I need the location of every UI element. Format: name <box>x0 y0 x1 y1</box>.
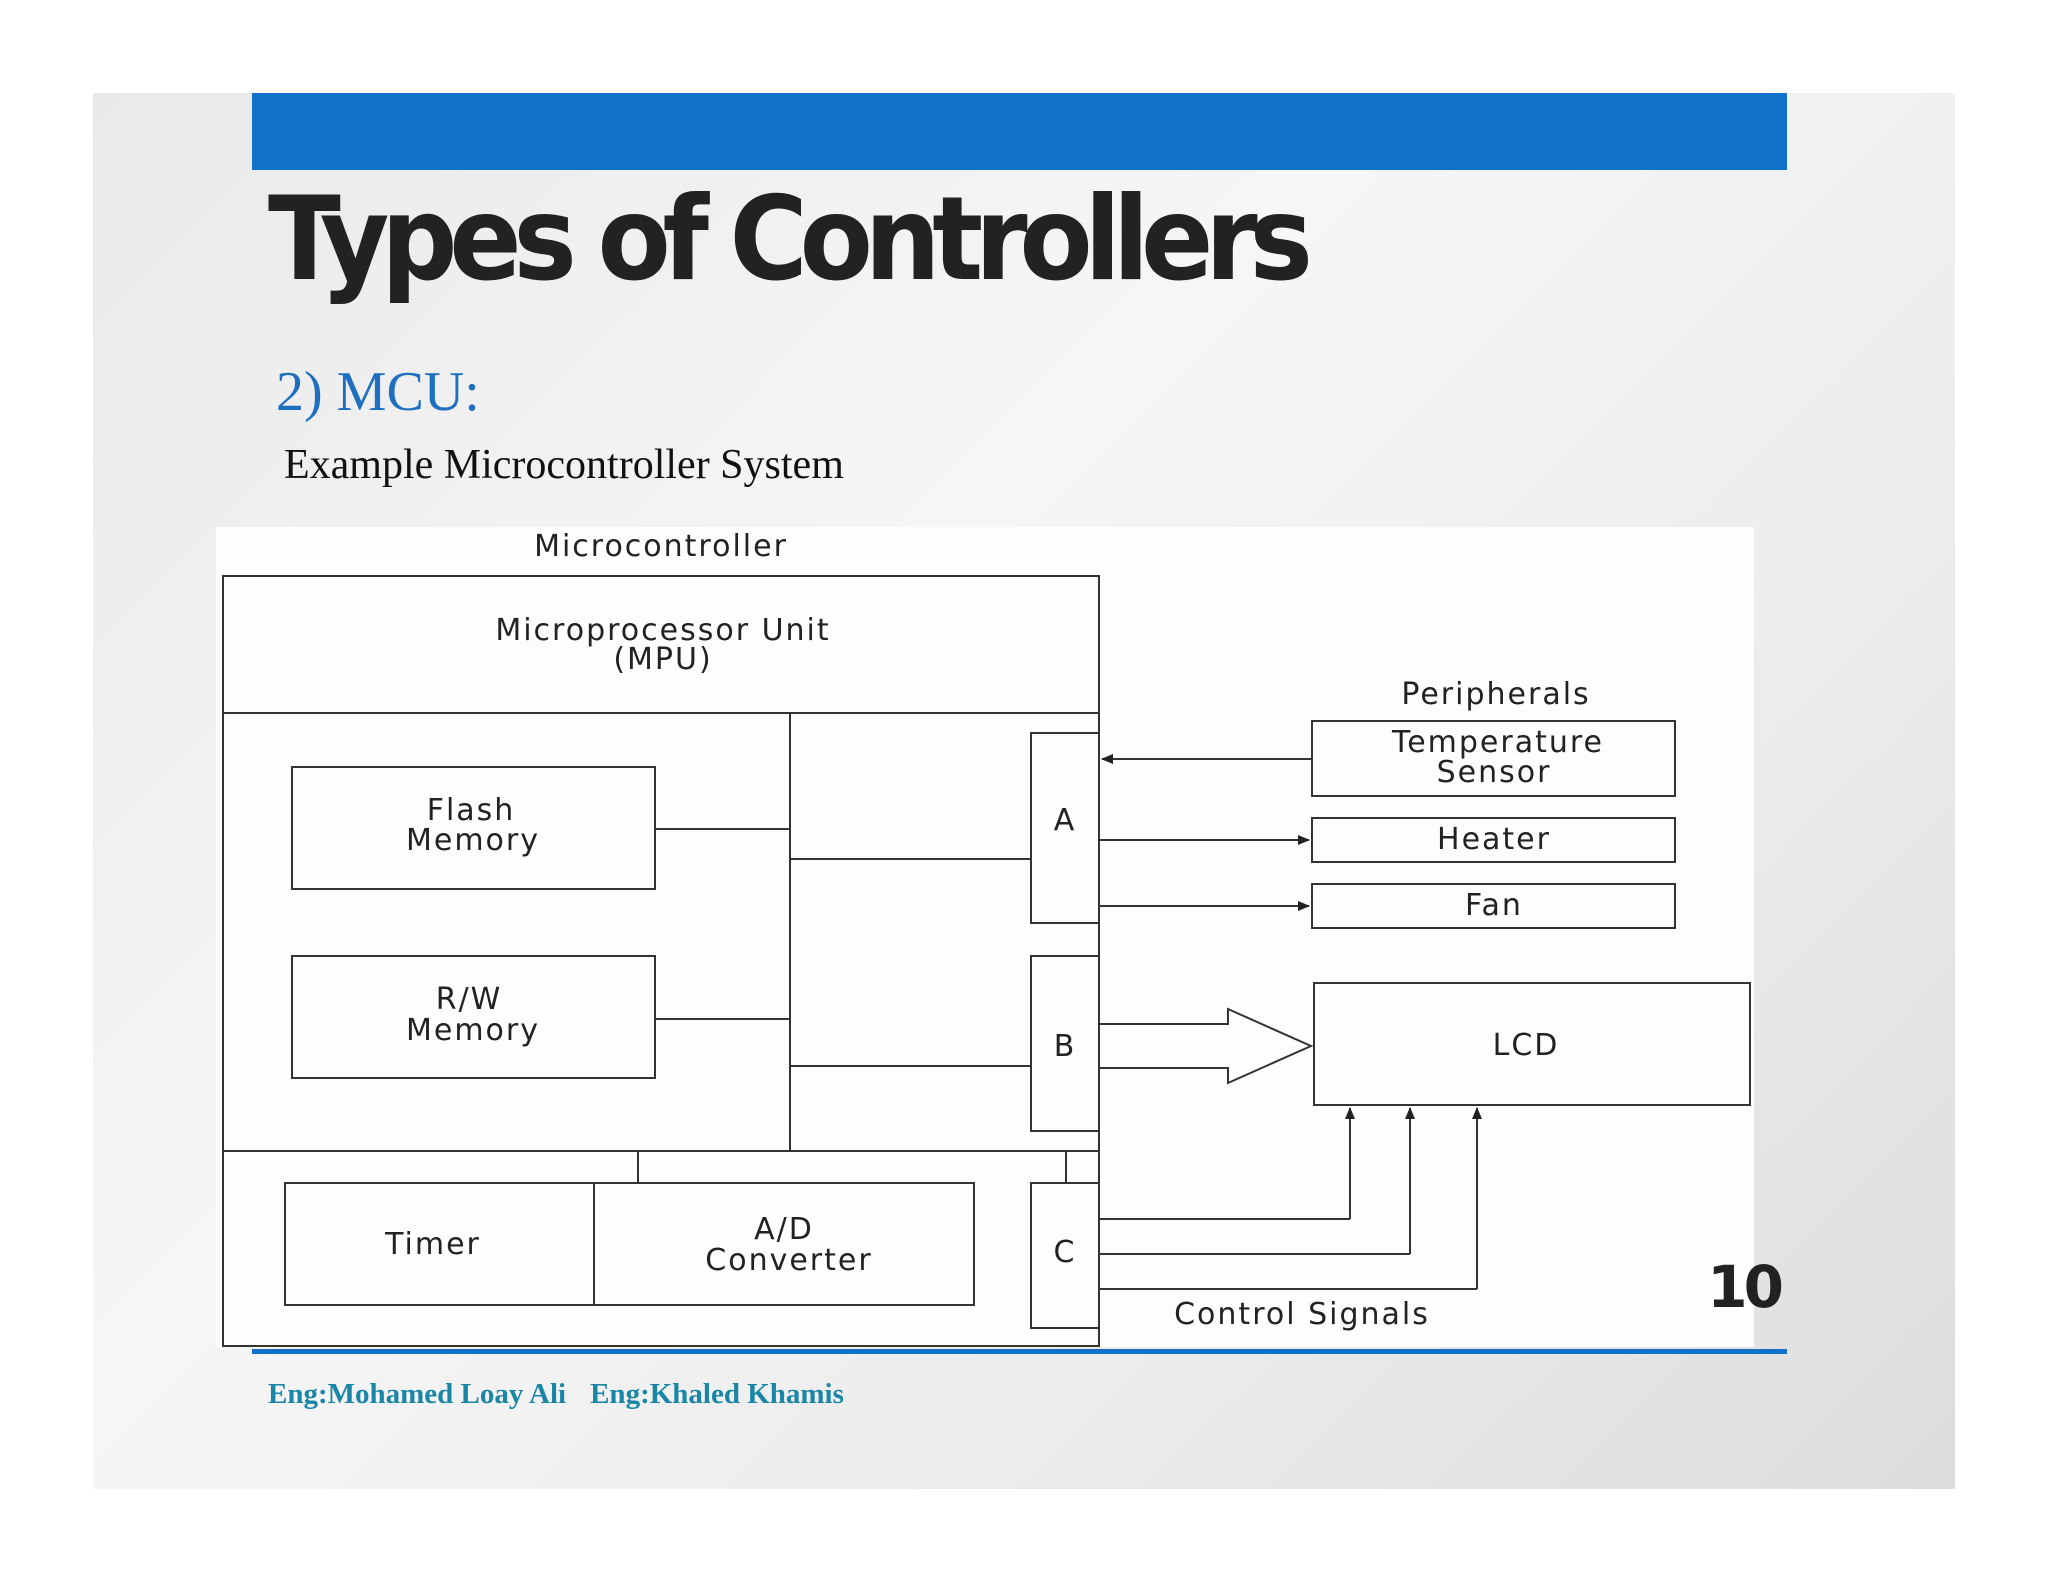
heater-label: Heater <box>1437 822 1551 857</box>
port-c-label: C <box>1054 1235 1077 1270</box>
peripherals-label: Peripherals <box>1401 677 1590 712</box>
rw-label-line2: Memory <box>406 1013 540 1048</box>
slide-title: Types of Controllers <box>268 172 1313 307</box>
microcontroller-box <box>222 575 1100 1347</box>
port-b-to-lcd-bus-arrow <box>1099 1007 1314 1085</box>
temperature-label-line2: Sensor <box>1437 755 1552 790</box>
adc-box <box>593 1182 975 1306</box>
port-a-label: A <box>1054 803 1077 838</box>
footer-author-1: Eng:Mohamed Loay Ali <box>268 1378 567 1410</box>
lcd-box <box>1313 982 1751 1106</box>
temperature-label-line1: Temperature <box>1391 725 1604 760</box>
port-c-box <box>1030 1182 1100 1329</box>
footer-authors: Eng:Mohamed Loay Ali Eng:Khaled Khamis <box>268 1378 844 1411</box>
flash-memory-box <box>291 766 656 890</box>
fan-label: Fan <box>1465 888 1523 923</box>
section-subtitle: 2) MCU: <box>276 361 480 423</box>
block-diagram: Microcontroller Microprocessor Unit (MPU… <box>216 527 1754 1347</box>
page-number: 10 <box>1707 1253 1784 1321</box>
rw-label-line1: R/W <box>436 982 503 1017</box>
title-accent-bar <box>252 93 1787 170</box>
rw-memory-box <box>291 955 656 1079</box>
adc-label-line2: Converter <box>705 1243 872 1278</box>
microcontroller-system-diagram: Microcontroller Microprocessor Unit (MPU… <box>222 529 1751 1347</box>
control-signals-label: Control Signals <box>1174 1297 1430 1332</box>
timer-label: Timer <box>384 1227 481 1262</box>
footer-author-2: Eng:Khaled Khamis <box>590 1378 844 1410</box>
microcontroller-label: Microcontroller <box>534 529 788 564</box>
port-b-box <box>1030 955 1100 1132</box>
lcd-label: LCD <box>1493 1028 1560 1063</box>
flash-label-line2: Memory <box>406 823 540 858</box>
mpu-label-line2: (MPU) <box>613 642 712 677</box>
diagram-caption: Example Microcontroller System <box>284 442 844 488</box>
footer-divider <box>252 1349 1787 1354</box>
port-b-label: B <box>1054 1029 1077 1064</box>
fan-box <box>1311 883 1676 929</box>
mpu-label-line1: Microprocessor Unit <box>495 613 830 648</box>
flash-label-line1: Flash <box>427 793 516 828</box>
adc-label-line1: A/D <box>754 1212 814 1247</box>
heater-box <box>1311 817 1676 863</box>
port-a-box <box>1030 732 1100 924</box>
